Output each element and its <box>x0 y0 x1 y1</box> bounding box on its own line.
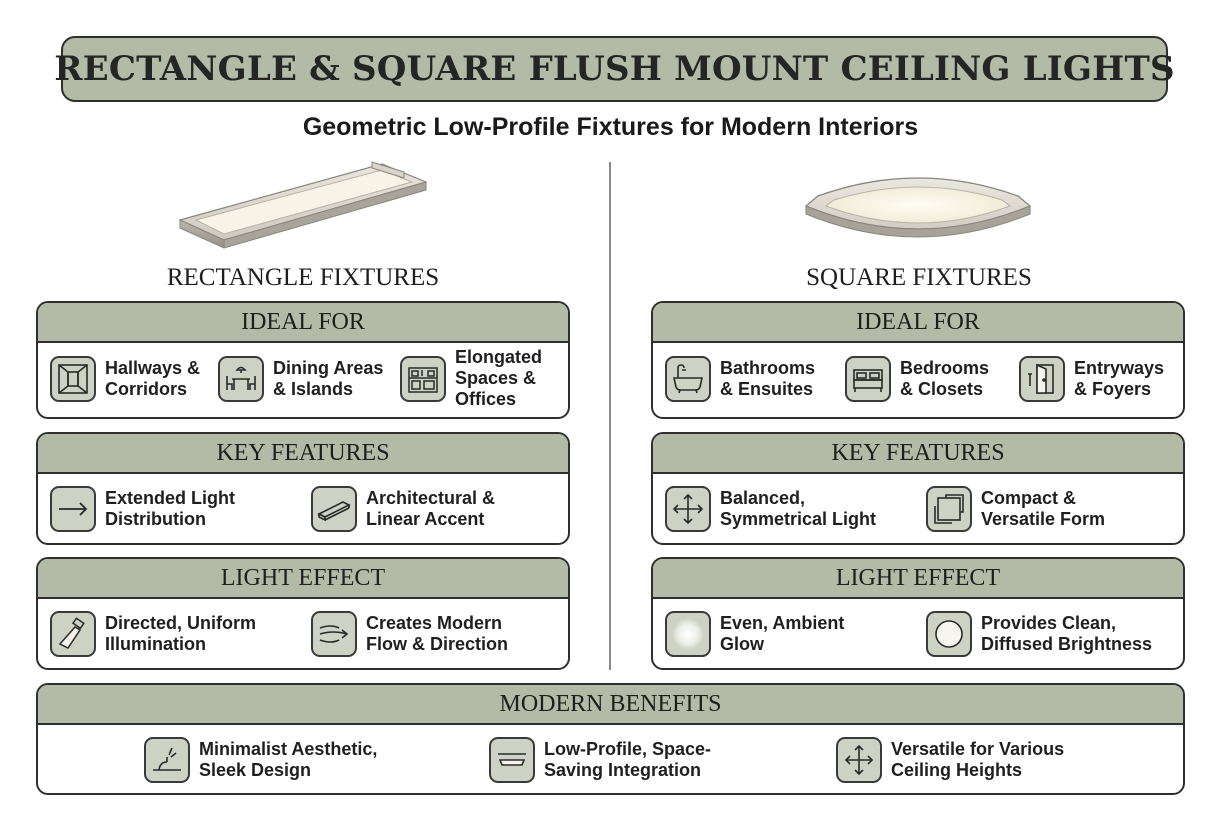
list-item: Bathrooms & Ensuites <box>665 356 815 402</box>
column-divider <box>609 162 611 670</box>
flow-lines-icon <box>311 611 357 657</box>
item-label-line: Creates Modern <box>366 613 503 633</box>
bathtub-icon <box>665 356 711 402</box>
panel-heading: LIGHT EFFECT <box>38 559 568 599</box>
list-item: Even, Ambient Glow <box>665 611 844 657</box>
item-label-line: Spaces & <box>455 368 537 388</box>
item-label-line: Balanced, <box>720 488 806 508</box>
right-light-effect-panel: LIGHT EFFECT Even, Ambient Glow Provides… <box>651 557 1185 670</box>
list-item: Compact & Versatile Form <box>926 486 1105 532</box>
list-item: Elongated Spaces & Offices <box>400 347 542 410</box>
compact-square-icon <box>926 486 972 532</box>
left-light-effect-panel: LIGHT EFFECT Directed, Uniform Illuminat… <box>36 557 570 670</box>
modern-benefits-panel: MODERN BENEFITS Minimalist Aesthetic, Sl… <box>36 683 1185 795</box>
right-ideal-for-panel: IDEAL FOR Bathrooms & Ensuites <box>651 301 1185 419</box>
height-arrows-icon <box>836 737 882 783</box>
ambient-glow-icon <box>665 611 711 657</box>
item-label-line: Linear Accent <box>366 509 485 529</box>
item-label-line: & Ensuites <box>720 379 814 399</box>
left-key-features-panel: KEY FEATURES Extended Light Distribution… <box>36 432 570 545</box>
bed-icon <box>845 356 891 402</box>
item-label-line: Provides Clean, <box>981 613 1117 633</box>
item-label-line: Versatile Form <box>981 509 1106 529</box>
rectangle-fixture-illustration <box>178 161 428 249</box>
item-label-line: Architectural & <box>366 488 496 508</box>
list-item: Creates Modern Flow & Direction <box>311 611 508 657</box>
panel-heading: MODERN BENEFITS <box>38 685 1183 725</box>
item-label-line: Symmetrical Light <box>720 509 877 529</box>
item-label-line: Glow <box>720 634 764 654</box>
item-label-line: Corridors <box>105 379 188 399</box>
list-item: Versatile for Various Ceiling Heights <box>836 737 1064 783</box>
door-icon <box>1019 356 1065 402</box>
item-label-line: Compact & <box>981 488 1077 508</box>
linear-fixture-icon <box>311 486 357 532</box>
right-key-features-panel: KEY FEATURES Balanced, Symmetrical Light <box>651 432 1185 545</box>
item-label-line: Elongated <box>455 347 543 367</box>
item-label-line: Sleek Design <box>199 760 312 780</box>
item-label-line: & Foyers <box>1074 379 1152 399</box>
item-label-line: Ceiling Heights <box>891 760 1023 780</box>
item-label-line: Flow & Direction <box>366 634 509 654</box>
list-item: Low-Profile, Space- Saving Integration <box>489 737 711 783</box>
panel-heading: IDEAL FOR <box>653 303 1183 343</box>
panel-heading: LIGHT EFFECT <box>653 559 1183 599</box>
panel-heading: IDEAL FOR <box>38 303 568 343</box>
item-label-line: Illumination <box>105 634 206 654</box>
list-item: Provides Clean, Diffused Brightness <box>926 611 1152 657</box>
item-label-line: Extended Light <box>105 488 235 508</box>
arrow-right-icon <box>50 486 96 532</box>
panel-heading: KEY FEATURES <box>38 434 568 474</box>
hallway-icon <box>50 356 96 402</box>
diffused-circle-icon <box>926 611 972 657</box>
item-label-line: Minimalist Aesthetic, <box>199 739 378 759</box>
list-item: Balanced, Symmetrical Light <box>665 486 876 532</box>
spotlight-icon <box>50 611 96 657</box>
minimalist-icon <box>144 737 190 783</box>
dining-table-icon <box>218 356 264 402</box>
list-item: Directed, Uniform Illumination <box>50 611 256 657</box>
list-item: Bedrooms & Closets <box>845 356 989 402</box>
title-banner: RECTANGLE & SQUARE FLUSH MOUNT CEILING L… <box>54 36 1175 102</box>
item-label-line: Even, Ambient <box>720 613 845 633</box>
panel-heading: KEY FEATURES <box>653 434 1183 474</box>
item-label-line: Low-Profile, Space- <box>544 739 712 759</box>
list-item: Extended Light Distribution <box>50 486 235 532</box>
item-label-line: Hallways & <box>105 358 201 378</box>
list-item: Hallways & Corridors <box>50 356 200 402</box>
left-ideal-for-panel: IDEAL FOR Hallways & Corridors <box>36 301 570 419</box>
list-item: Entryways & Foyers <box>1019 356 1164 402</box>
item-label-line: & Closets <box>900 379 984 399</box>
page-title: RECTANGLE & SQUARE FLUSH MOUNT CEILING L… <box>54 49 1175 89</box>
item-label-line: Distribution <box>105 509 206 529</box>
rectangle-fixtures-title: RECTANGLE FIXTURES <box>166 264 440 291</box>
square-fixture-illustration <box>804 177 1032 238</box>
item-label-line: Directed, Uniform <box>105 613 257 633</box>
list-item: Architectural & Linear Accent <box>311 486 495 532</box>
four-way-arrows-icon <box>665 486 711 532</box>
item-label-line: Dining Areas <box>273 358 384 378</box>
list-item: Minimalist Aesthetic, Sleek Design <box>144 737 377 783</box>
item-label-line: Entryways <box>1074 358 1165 378</box>
item-label-line: Bedrooms <box>900 358 990 378</box>
item-label-line: Offices <box>455 389 517 409</box>
item-label-line: Versatile for Various <box>891 739 1065 759</box>
low-profile-icon <box>489 737 535 783</box>
kitchen-icon <box>400 355 446 402</box>
page-subtitle: Geometric Low-Profile Fixtures for Moder… <box>302 113 919 141</box>
item-label-line: Saving Integration <box>544 760 702 780</box>
item-label-line: Bathrooms <box>720 358 816 378</box>
item-label-line: & Islands <box>273 379 354 399</box>
square-fixtures-title: SQUARE FIXTURES <box>806 264 1032 291</box>
list-item: Dining Areas & Islands <box>218 356 383 402</box>
item-label-line: Diffused Brightness <box>981 634 1153 654</box>
